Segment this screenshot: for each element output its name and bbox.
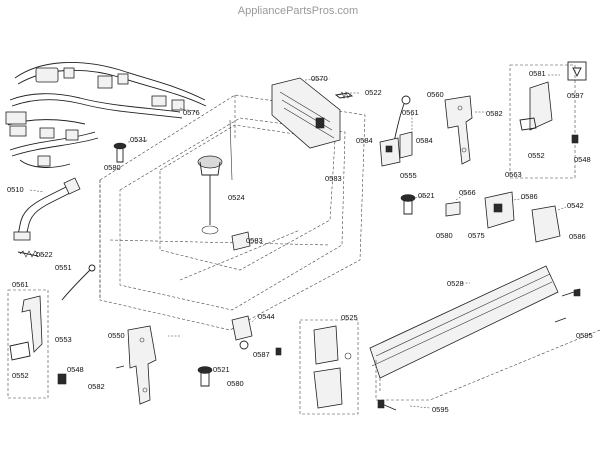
- label-0524: 0524: [228, 193, 245, 202]
- label-0522-top: 0522: [365, 88, 382, 97]
- label-0586-top: 0586: [521, 192, 538, 201]
- label-0544: 0544: [258, 312, 275, 321]
- label-0561-top: 0561: [402, 108, 419, 117]
- clip-0566-part[interactable]: [445, 201, 461, 217]
- watermark-text: AppliancePartsPros.com: [238, 5, 358, 17]
- leader-lines: [29, 74, 567, 409]
- spring-0522-left-part[interactable]: [17, 250, 39, 258]
- control-module-part[interactable]: [271, 77, 341, 149]
- label-0582-left: 0582: [88, 382, 105, 391]
- screw-0582-part[interactable]: [115, 365, 125, 369]
- label-0548-left: 0548: [67, 365, 84, 374]
- latch-0575-part[interactable]: [484, 191, 515, 229]
- float-assembly-part[interactable]: [197, 155, 223, 235]
- label-0531: 0531: [130, 135, 147, 144]
- screw-0521-part[interactable]: [400, 194, 416, 215]
- label-0587: 0587: [253, 350, 270, 359]
- label-0576: 0576: [183, 108, 200, 117]
- label-0583-top: 0583: [325, 174, 342, 183]
- label-0580-bottom: 0580: [227, 379, 244, 388]
- screw-0521-bottom-part[interactable]: [197, 366, 213, 387]
- label-0597: 0597: [567, 91, 584, 100]
- label-0525: 0525: [341, 313, 358, 322]
- label-0550: 0550: [108, 331, 125, 340]
- label-0560: 0560: [427, 90, 444, 99]
- label-0555: 0555: [400, 171, 417, 180]
- hinge-kit-box-left: [7, 289, 67, 399]
- hinge-kit-box-right: [509, 64, 579, 179]
- label-0563: 0563: [505, 170, 522, 179]
- cover-0542-part[interactable]: [531, 205, 561, 243]
- label-0521-bottom: 0521: [213, 365, 230, 374]
- label-0548-top: 0548: [574, 155, 591, 164]
- label-0528: 0528: [447, 279, 464, 288]
- label-0582-top: 0582: [486, 109, 503, 118]
- hinge-0560-part[interactable]: [444, 95, 473, 165]
- label-0553: 0553: [55, 335, 72, 344]
- label-0575: 0575: [468, 231, 485, 240]
- wire-harness-part[interactable]: [5, 62, 207, 168]
- sensor-wire-0551-part[interactable]: [61, 264, 96, 301]
- valve-0544-part[interactable]: [231, 315, 253, 350]
- label-0510: 0510: [7, 185, 24, 194]
- label-0570: 0570: [311, 74, 328, 83]
- screw-0595-bottom-part[interactable]: [377, 399, 397, 411]
- label-0595-right: 0595: [576, 331, 593, 340]
- drain-hose-part[interactable]: [13, 177, 81, 241]
- bracket-0583-part[interactable]: [231, 231, 251, 251]
- door-trim-0528-part[interactable]: [369, 265, 600, 401]
- bracket-0584-part[interactable]: [379, 131, 413, 167]
- spring-0522-part[interactable]: [334, 91, 354, 99]
- label-0551: 0551: [55, 263, 72, 272]
- screw-0531-part[interactable]: [113, 142, 127, 163]
- label-0581-top: 0581: [529, 69, 546, 78]
- switch-kit-box-0525: [299, 319, 359, 415]
- label-0522-left: 0522: [36, 250, 53, 259]
- clip-0587-part[interactable]: [275, 347, 282, 356]
- label-0561-left: 0561: [12, 280, 29, 289]
- hinge-0550-part[interactable]: [127, 325, 157, 405]
- label-0552-top: 0552: [528, 151, 545, 160]
- label-0566: 0566: [459, 188, 476, 197]
- label-0552-left: 0552: [12, 371, 29, 380]
- label-0521-mid: 0521: [418, 191, 435, 200]
- label-0580-top: 0580: [104, 163, 121, 172]
- label-0584-b: 0584: [416, 136, 433, 145]
- label-0595-bottom: 0595: [432, 405, 449, 414]
- label-0584-a: 0584: [356, 136, 373, 145]
- part-labels: 0570 0522 0560 0581 0597 0576 0531 0561 …: [7, 69, 593, 414]
- warning-symbol-box: [567, 61, 587, 81]
- label-0583-bottom: 0583: [246, 236, 263, 245]
- screw-0595-right-part[interactable]: [554, 288, 581, 323]
- label-0580-mid: 0580: [436, 231, 453, 240]
- label-0542: 0542: [567, 201, 584, 210]
- label-0586-bottom: 0586: [569, 232, 586, 241]
- tub-base-frame: [99, 94, 366, 331]
